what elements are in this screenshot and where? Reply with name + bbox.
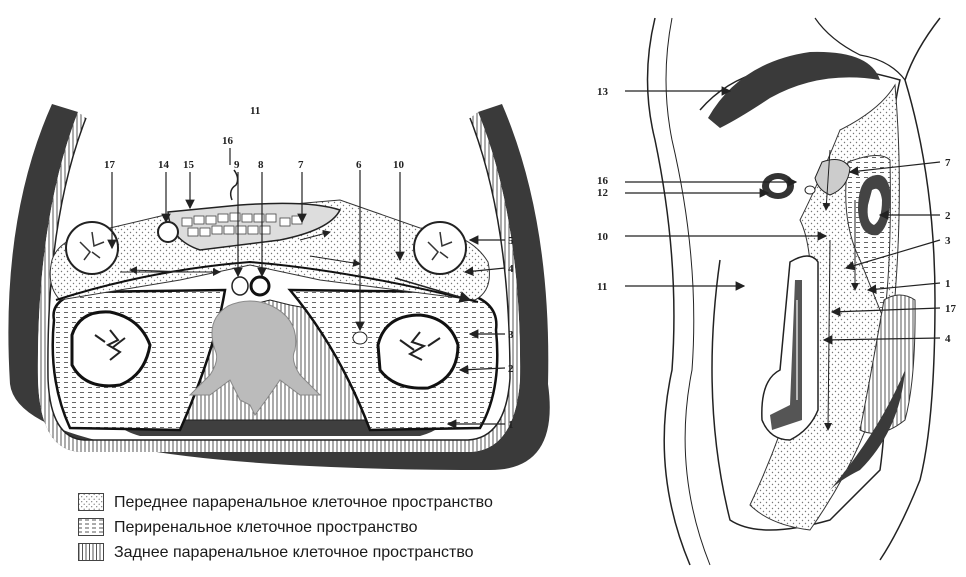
label-right-4: 4 bbox=[945, 333, 951, 345]
label-left-10: 10 bbox=[393, 159, 405, 171]
right-kidney bbox=[378, 315, 458, 388]
left-colon bbox=[66, 222, 118, 274]
ivc bbox=[232, 277, 248, 295]
legend-label-posterior: Заднее параренальное клеточное пространс… bbox=[114, 544, 474, 562]
dashes-pattern-swatch bbox=[78, 518, 104, 536]
label-left-2: 2 bbox=[508, 363, 514, 375]
right-colon bbox=[414, 222, 466, 274]
label-left-9: 9 bbox=[234, 159, 240, 171]
label-right-16: 16 bbox=[597, 175, 609, 187]
label-right-11: 11 bbox=[597, 281, 607, 293]
liver bbox=[708, 52, 880, 128]
label-right-2: 2 bbox=[945, 210, 951, 222]
label-left-11: 11 bbox=[250, 105, 260, 117]
label-left-14: 14 bbox=[158, 159, 170, 171]
dots-pattern-swatch bbox=[78, 493, 104, 511]
label-right-12: 12 bbox=[597, 187, 609, 199]
label-left-6: 6 bbox=[356, 159, 362, 171]
label-left-15: 15 bbox=[183, 159, 195, 171]
label-left-7: 7 bbox=[298, 159, 304, 171]
label-right-3: 3 bbox=[945, 235, 951, 247]
label-right-17: 17 bbox=[945, 303, 957, 315]
duodenum bbox=[158, 222, 178, 242]
label-right-13: 13 bbox=[597, 86, 609, 98]
label-left-1: 1 bbox=[508, 419, 514, 431]
label-right-1: 1 bbox=[945, 278, 951, 290]
label-left-3: 3 bbox=[508, 329, 514, 341]
label-left-16: 16 bbox=[222, 135, 234, 147]
legend-label-perirenal: Периренальное клеточное пространство bbox=[114, 519, 417, 537]
label-left-8: 8 bbox=[258, 159, 264, 171]
aorta bbox=[251, 277, 269, 295]
sagittal-section bbox=[648, 18, 941, 565]
vertical-lines-pattern-swatch bbox=[78, 543, 104, 561]
axial-section bbox=[8, 104, 549, 470]
label-left-4: 4 bbox=[508, 263, 514, 275]
label-left-17: 17 bbox=[104, 159, 116, 171]
legend-label-anterior: Переднее параренальное клеточное простра… bbox=[114, 494, 493, 512]
sagittal-anterior-pararenal bbox=[750, 85, 899, 530]
label-right-10: 10 bbox=[597, 231, 609, 243]
label-right-7: 7 bbox=[945, 157, 951, 169]
label-left-5: 5 bbox=[508, 235, 514, 247]
